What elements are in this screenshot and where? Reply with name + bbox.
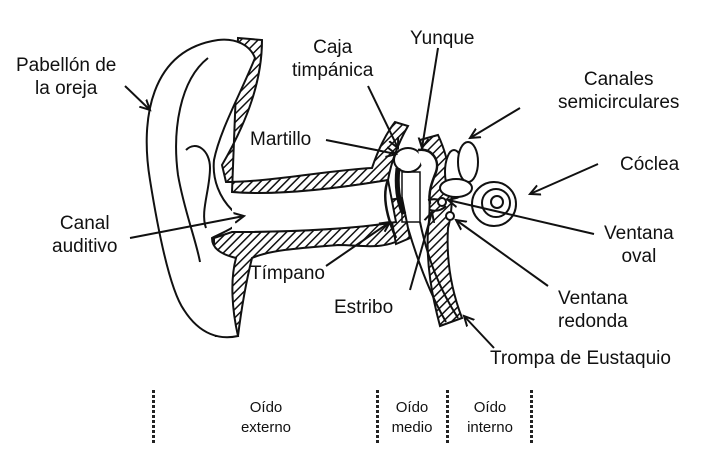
arrow-ventana-oval — [448, 200, 595, 235]
arrow-martillo — [325, 139, 396, 154]
oval-window — [437, 197, 447, 207]
arrow-canal — [129, 216, 244, 239]
label-ventana-redonda: Ventana redonda — [558, 288, 628, 332]
canal-3 — [439, 178, 473, 198]
label-coclea: Cóclea — [620, 154, 680, 175]
arrow-caja — [367, 85, 398, 148]
arrow-yunque — [422, 47, 439, 148]
arrow-trompa — [464, 316, 495, 349]
label-ventana-oval: Ventana oval — [604, 223, 674, 267]
label-canal: Canal auditivo — [52, 213, 118, 257]
divider-right — [530, 390, 533, 445]
label-timpano: Tímpano — [250, 263, 325, 284]
divider-middle-right — [446, 390, 449, 445]
arrow-estribo — [409, 212, 432, 291]
arrow-ventana-redonda — [456, 220, 549, 287]
label-canales: Canales semicirculares — [558, 69, 680, 113]
label-pabellon: Pabellón de la oreja — [16, 55, 117, 99]
label-martillo: Martillo — [250, 129, 312, 150]
eustachian-tube — [407, 221, 459, 323]
cochlea-mid — [481, 188, 511, 218]
incus — [417, 148, 439, 205]
ear-canal — [231, 178, 398, 233]
arrow-pabellon — [124, 85, 150, 110]
canal-2 — [457, 141, 479, 183]
arrow-coclea — [530, 163, 599, 194]
label-caja: Caja timpánica — [292, 37, 374, 81]
divider-middle-left — [376, 390, 379, 445]
section-externo: Oído externo — [240, 399, 292, 436]
section-medio: Oído medio — [391, 399, 433, 436]
label-yunque: Yunque — [410, 28, 475, 49]
pinna-outline — [145, 38, 257, 339]
arrow-timpano — [325, 222, 390, 267]
cochlea-inner — [490, 195, 504, 209]
pinna-antihelix — [185, 145, 212, 229]
divider-left — [152, 390, 155, 445]
tympanum — [384, 179, 398, 239]
label-estribo: Estribo — [334, 297, 394, 318]
middle-ear-cavity — [401, 171, 421, 223]
arrow-canales — [470, 107, 521, 138]
section-interno: Oído interno — [467, 399, 513, 436]
arrows — [124, 47, 599, 349]
label-trompa: Trompa de Eustaquio — [490, 348, 671, 369]
pinna-helix-fold — [175, 57, 209, 263]
round-window — [445, 211, 455, 221]
